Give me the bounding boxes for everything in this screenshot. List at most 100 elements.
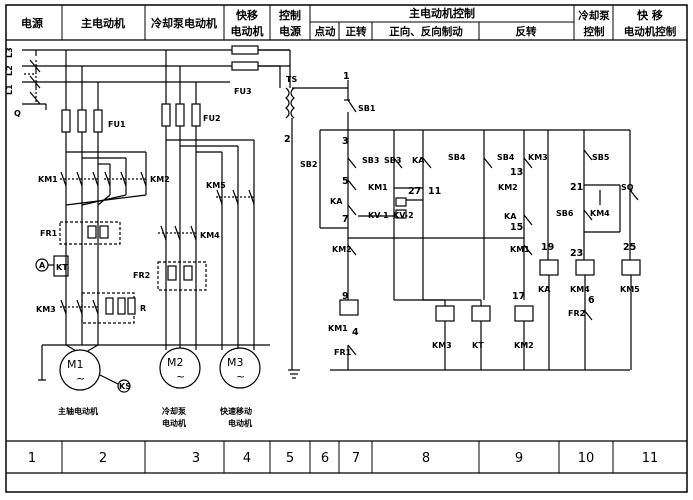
header-coolant-control-1: 冷却泵 xyxy=(578,9,610,22)
control-circuit: 1 SB1 3 SB2 SB3 SB3 KA SB4 SB4 KM3 SB5 5… xyxy=(300,71,641,371)
m2-tilde: ~ xyxy=(176,370,185,383)
km3-coil-label: KM3 xyxy=(432,341,452,350)
main-motor-circuit: FU1 KM1 KM2 FR1 A KT xyxy=(35,50,170,353)
km1b-label: KM1 xyxy=(510,245,530,254)
node-11: 11 xyxy=(428,186,441,197)
coolant-rapid-circuit: FU2 KM5 KM4 FR2 xyxy=(133,50,256,350)
footer-col-9: 9 xyxy=(515,451,523,466)
km2-coil-label: KM2 xyxy=(514,341,534,350)
switch-q-label: Q xyxy=(14,109,21,118)
km2-main-label: KM2 xyxy=(150,175,170,184)
node-6: 6 xyxy=(588,295,595,306)
ka2-label: KA xyxy=(330,197,343,206)
node-21: 21 xyxy=(570,182,583,193)
header-rapid-control-2: 电动机控制 xyxy=(624,25,677,38)
footer-col-5: 5 xyxy=(286,451,294,466)
fu3-label: FU3 xyxy=(234,87,252,96)
ks-label: KS xyxy=(119,382,131,391)
kt-main-label: KT xyxy=(56,263,68,272)
fr2-main-label: FR2 xyxy=(133,271,150,280)
footer-col-7: 7 xyxy=(352,451,360,466)
header-coolant-control-2: 控制 xyxy=(584,25,605,38)
km1a-label: KM1 xyxy=(368,183,388,192)
fr1-main-label: FR1 xyxy=(40,229,58,238)
node-9: 9 xyxy=(342,291,349,302)
node-17: 17 xyxy=(512,291,525,302)
km4a-label: KM4 xyxy=(590,209,610,218)
header-rapid-control-1: 快 移 xyxy=(636,8,663,22)
sq-label: SQ xyxy=(621,183,634,192)
sb3b-label: SB3 xyxy=(384,156,401,165)
m3-caption-2: 电动机 xyxy=(228,418,252,428)
header-main-motor: 主电动机 xyxy=(81,16,125,30)
header-jog: 点动 xyxy=(315,25,336,38)
node-25: 25 xyxy=(623,242,636,253)
phase-l1: L1 xyxy=(5,84,14,95)
footer-grid xyxy=(61,441,614,473)
footer-col-10: 10 xyxy=(578,451,595,466)
km4-coil-label: KM4 xyxy=(570,285,590,294)
header-rapid-motor-1: 快移 xyxy=(235,8,258,22)
kt-coil-label: KT xyxy=(472,341,484,350)
fu2-label: FU2 xyxy=(203,114,221,123)
km3a-label: KM3 xyxy=(528,153,548,162)
ammeter-label: A xyxy=(39,261,46,270)
transformer-circuit: FU3 TS 2 xyxy=(231,45,348,379)
m2-caption-1: 冷却泵 xyxy=(162,406,186,416)
m3-caption-1: 快速移动 xyxy=(220,406,252,416)
km3-main-label: KM3 xyxy=(36,305,56,314)
ks-speed-relay-icon xyxy=(117,379,131,393)
m1-tilde: ~ xyxy=(76,372,85,385)
sb1-label: SB1 xyxy=(358,104,376,113)
fu1-label: FU1 xyxy=(108,120,126,129)
node-2: 2 xyxy=(284,134,291,145)
resistor-r-label: R xyxy=(140,304,146,313)
phase-l3: L3 xyxy=(5,47,14,58)
footer-col-2: 2 xyxy=(99,451,107,466)
footer-col-3: 3 xyxy=(192,451,200,466)
header-control-power-2: 电源 xyxy=(279,24,301,38)
phase-l2: L2 xyxy=(5,65,14,76)
km5-main-label: KM5 xyxy=(206,181,226,190)
footer-col-4: 4 xyxy=(243,451,251,466)
m2-motor-icon xyxy=(159,347,201,389)
header-fwd-rev-brake: 正向、反向制动 xyxy=(389,25,463,38)
node-27: 27 xyxy=(408,186,421,197)
m1-caption: 主轴电动机 xyxy=(58,406,98,416)
sb4a-label: SB4 xyxy=(448,153,466,162)
header-grid xyxy=(61,5,614,40)
m1-motor-icon xyxy=(59,349,101,391)
header-coolant-motor: 冷却泵电动机 xyxy=(151,16,217,30)
node-1: 1 xyxy=(343,71,350,82)
km2b-label: KM2 xyxy=(332,245,352,254)
sb3a-label: SB3 xyxy=(362,156,379,165)
sb5-label: SB5 xyxy=(592,153,610,162)
header-control-power-1: 控制 xyxy=(279,8,301,22)
drawing-frame xyxy=(5,4,688,493)
footer-col-8: 8 xyxy=(422,451,430,466)
header-reverse: 反转 xyxy=(516,25,537,38)
fr2-ctrl-label: FR2 xyxy=(568,309,585,318)
ka1-label: KA xyxy=(412,156,425,165)
node-15: 15 xyxy=(510,222,523,233)
m3-tilde: ~ xyxy=(236,370,245,383)
sb6-label: SB6 xyxy=(556,209,574,218)
km1-coil-label: KM1 xyxy=(328,324,348,333)
header-rapid-motor-2: 电动机 xyxy=(231,24,264,38)
m3-label: M3 xyxy=(227,356,244,369)
footer-col-6: 6 xyxy=(321,451,329,466)
node-3: 3 xyxy=(342,136,349,147)
power-supply: L3 L2 L1 Q xyxy=(5,47,290,118)
m2-caption-2: 电动机 xyxy=(162,418,186,428)
kv2-label: KV-2 xyxy=(393,211,414,220)
header-forward: 正转 xyxy=(346,25,367,38)
motors: M1 ~ KS M2 ~ M3 ~ 主轴电动机 冷却泵 电动机 快速移动 电动机 xyxy=(38,344,270,428)
node-4: 4 xyxy=(352,327,359,338)
node-5: 5 xyxy=(342,176,349,187)
node-7: 7 xyxy=(342,214,349,225)
km5-coil-label: KM5 xyxy=(620,285,640,294)
node-23: 23 xyxy=(570,248,583,259)
sb2-label: SB2 xyxy=(300,160,317,169)
ts-label: TS xyxy=(286,75,297,84)
